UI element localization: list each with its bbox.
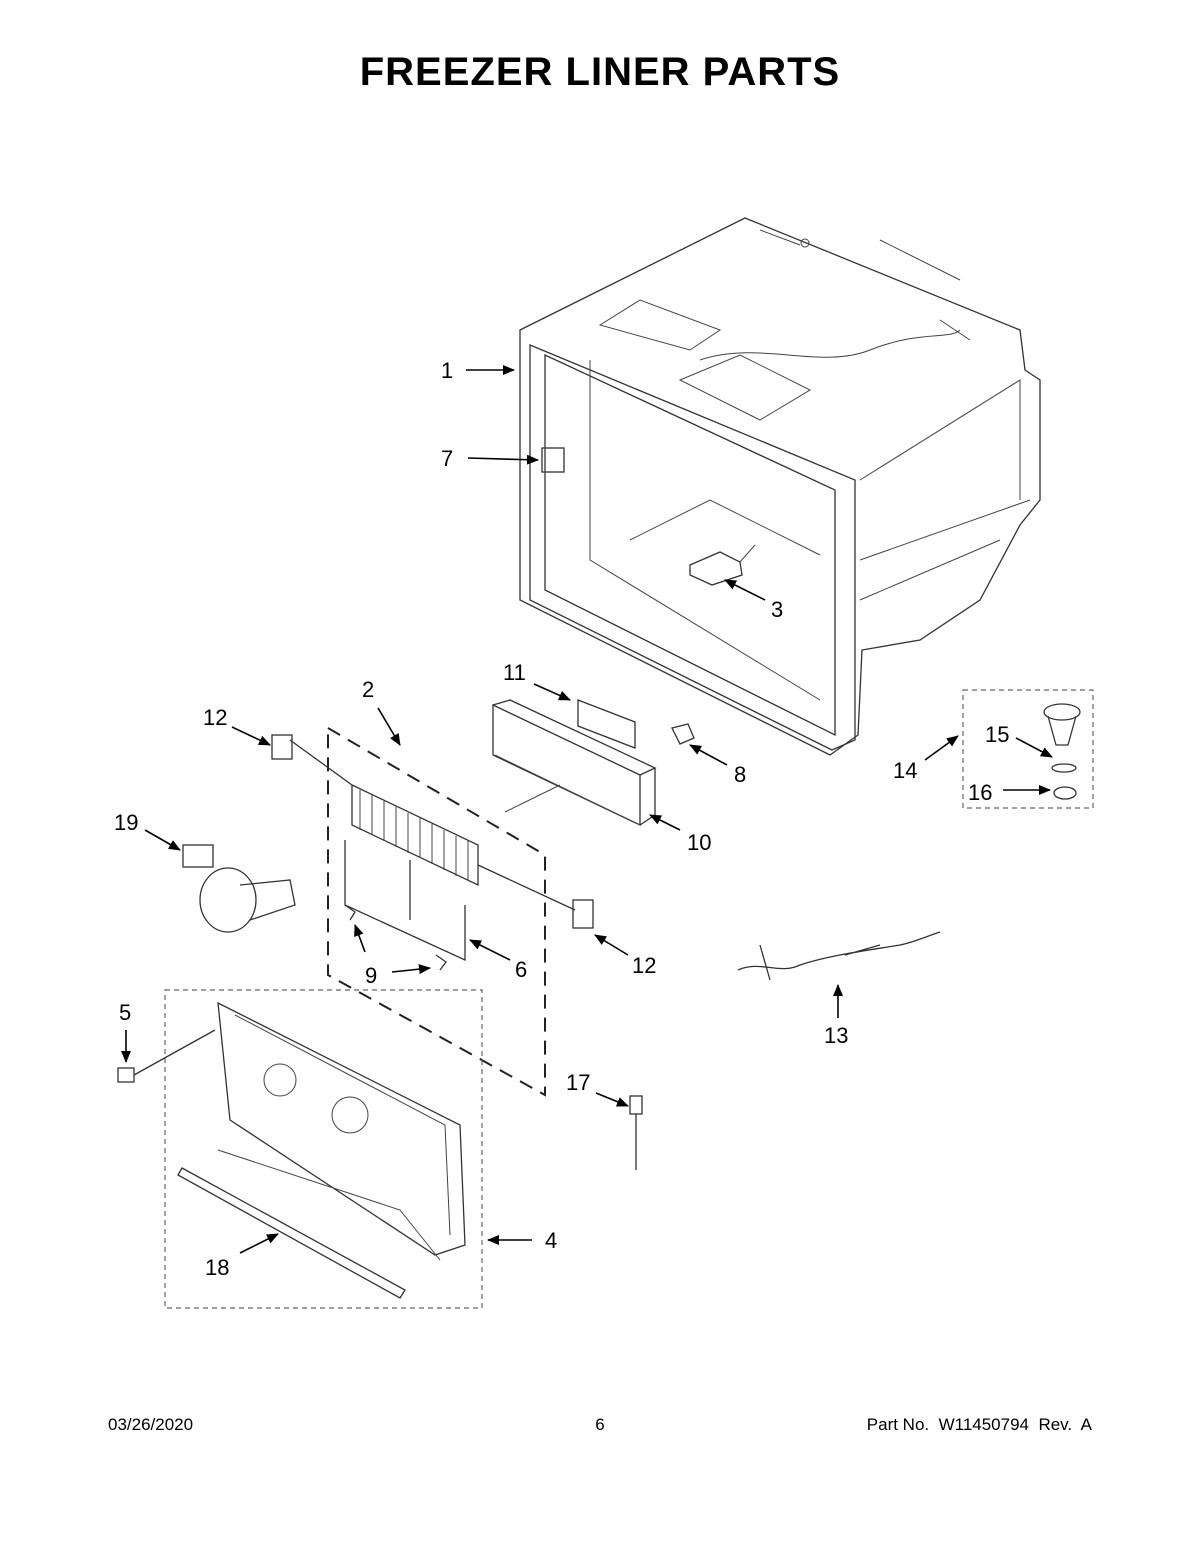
callout-4: 4 bbox=[545, 1228, 557, 1253]
callout-5: 5 bbox=[119, 1000, 131, 1025]
part-4-evaporator-cover bbox=[217, 1001, 466, 1261]
callout-8: 8 bbox=[734, 762, 746, 787]
part-15-fitting bbox=[1043, 703, 1081, 773]
part-12-connector-left bbox=[271, 734, 293, 760]
part-4-cover-box bbox=[164, 989, 483, 1309]
footer-part-number: Part No. W11450794 Rev. A bbox=[866, 1415, 1092, 1434]
part-14-box bbox=[962, 689, 1094, 809]
callout-12b: 12 bbox=[632, 953, 656, 978]
footer-page-number: 6 bbox=[595, 1415, 605, 1434]
footer-date: 03/26/2020 bbox=[108, 1415, 194, 1434]
part-6-heater bbox=[344, 840, 466, 962]
part-3-sensor bbox=[689, 544, 756, 586]
part-12-connector-right bbox=[572, 899, 594, 929]
page-title: FREEZER LINER PARTS bbox=[359, 50, 841, 94]
freezer-liner bbox=[519, 217, 1041, 756]
part-13-harness bbox=[737, 931, 941, 981]
callout-14: 14 bbox=[893, 758, 917, 783]
callout-18: 18 bbox=[205, 1255, 229, 1280]
callout-3: 3 bbox=[771, 597, 783, 622]
part-16-washer bbox=[1053, 786, 1077, 800]
callout-1: 1 bbox=[441, 358, 453, 383]
part-8-clip bbox=[671, 723, 695, 745]
callout-13: 13 bbox=[824, 1023, 848, 1048]
callout-2: 2 bbox=[362, 677, 374, 702]
part-10-housing bbox=[492, 699, 657, 827]
evaporator-coil bbox=[289, 739, 576, 920]
callout-15: 15 bbox=[985, 722, 1009, 747]
part-5-screw bbox=[117, 1029, 216, 1083]
part-9-clip-a bbox=[344, 904, 356, 921]
callout-19: 19 bbox=[114, 810, 138, 835]
callout-16: 16 bbox=[968, 780, 992, 805]
part-19-fan-motor bbox=[182, 844, 296, 933]
part-17-probe bbox=[629, 1095, 643, 1170]
callout-7: 7 bbox=[441, 446, 453, 471]
part-9-clip-b bbox=[435, 954, 447, 971]
callout-17: 17 bbox=[566, 1070, 590, 1095]
callout-10: 10 bbox=[687, 830, 711, 855]
part-7-switch bbox=[541, 447, 565, 473]
part-11-pad bbox=[577, 699, 636, 749]
callout-9: 9 bbox=[365, 963, 377, 988]
callout-11: 11 bbox=[503, 660, 526, 685]
part-18-trim bbox=[177, 1167, 406, 1299]
callout-12a: 12 bbox=[203, 705, 227, 730]
leader-arrows bbox=[121, 365, 1053, 1254]
callout-6: 6 bbox=[515, 957, 527, 982]
part-2-evaporator-box bbox=[327, 726, 546, 1097]
